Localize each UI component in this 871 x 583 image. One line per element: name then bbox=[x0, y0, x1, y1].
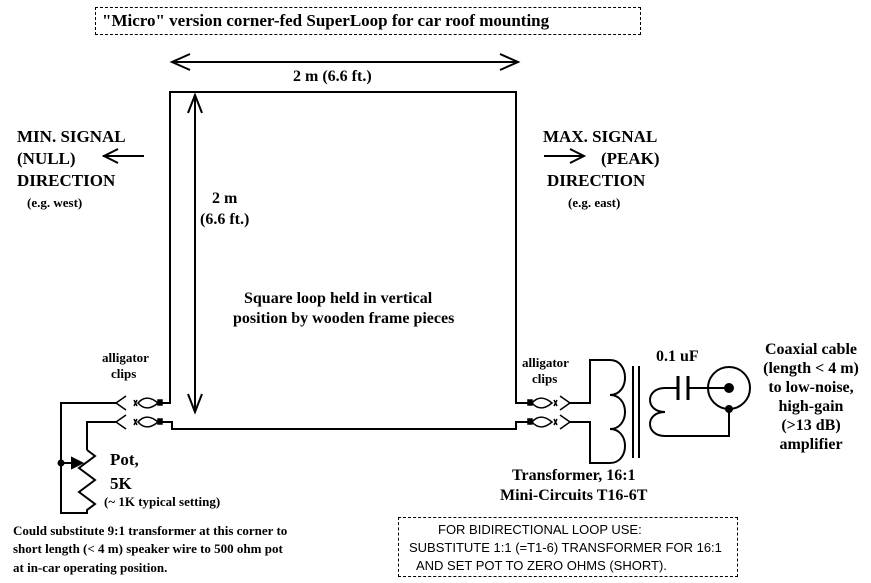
loop-wire bbox=[160, 91, 528, 430]
bidirectional-note-line-1: FOR BIDIRECTIONAL LOOP USE: bbox=[438, 522, 642, 537]
coax-label-line: high-gain bbox=[778, 398, 844, 415]
min-signal-arrow bbox=[101, 148, 144, 164]
min-signal-example: (e.g. west) bbox=[27, 195, 83, 210]
vertical-dimension-label-1: 2 m bbox=[212, 190, 238, 207]
vertical-dimension-arrow bbox=[187, 92, 203, 415]
coax-label-line: amplifier bbox=[779, 436, 843, 453]
title-box bbox=[95, 7, 641, 35]
transformer-label-2: Mini-Circuits T16-6T bbox=[500, 487, 648, 504]
pot-label-1: Pot, bbox=[110, 450, 139, 469]
bidirectional-note-line-3: AND SET POT TO ZERO OHMS (SHORT). bbox=[416, 558, 667, 573]
max-signal-label-2: (PEAK) bbox=[601, 149, 660, 168]
bidirectional-note-line-2: SUBSTITUTE 1:1 (=T1-6) TRANSFORMER FOR 1… bbox=[409, 540, 722, 555]
min-signal-label-2: (NULL) bbox=[17, 149, 76, 168]
coax-label-line: (>13 dB) bbox=[781, 417, 841, 434]
horizontal-dimension-arrow bbox=[169, 53, 521, 71]
right-clips-label-2: clips bbox=[532, 371, 558, 386]
substitute-note-line-1: Could substitute 9:1 transformer at this… bbox=[13, 523, 288, 538]
coax-connector bbox=[665, 366, 751, 437]
page-title: "Micro" version corner-fed SuperLoop for… bbox=[102, 11, 550, 30]
bidirectional-note-box bbox=[398, 517, 738, 577]
left-clips-label-2: clips bbox=[111, 366, 137, 381]
capacitor bbox=[665, 376, 729, 400]
loop-description-2: position by wooden frame pieces bbox=[233, 310, 455, 327]
loop-description-1: Square loop held in vertical bbox=[244, 290, 433, 307]
transformer bbox=[570, 359, 666, 464]
left-clips-label-1: alligator bbox=[102, 350, 149, 365]
vertical-dimension-label-2: (6.6 ft.) bbox=[200, 211, 250, 228]
pot-label-2: 5K bbox=[110, 474, 132, 493]
pot-feed-wires bbox=[60, 402, 116, 514]
transformer-label-1: Transformer, 16:1 bbox=[512, 467, 636, 484]
coax-label-line: to low-noise, bbox=[768, 379, 854, 396]
right-alligator-clips bbox=[527, 395, 572, 430]
coax-label-line: Coaxial cable bbox=[765, 341, 857, 358]
min-signal-label-1: MIN. SIGNAL bbox=[17, 127, 126, 146]
potentiometer bbox=[57, 449, 97, 513]
coax-label: Coaxial cable (length < 4 m) to low-nois… bbox=[752, 342, 870, 453]
substitute-note-line-2: short length (< 4 m) speaker wire to 500… bbox=[13, 541, 283, 556]
max-signal-arrow bbox=[544, 148, 587, 164]
min-signal-label-3: DIRECTION bbox=[17, 171, 116, 190]
right-clips-label-1: alligator bbox=[522, 355, 569, 370]
capacitor-label: 0.1 uF bbox=[656, 348, 699, 365]
substitute-note-line-3: at in-car operating position. bbox=[13, 560, 168, 575]
max-signal-example: (e.g. east) bbox=[568, 195, 621, 210]
coax-label-line: (length < 4 m) bbox=[763, 360, 859, 377]
left-alligator-clips bbox=[114, 395, 163, 430]
pot-setting-label: (~ 1K typical setting) bbox=[104, 494, 221, 509]
horizontal-dimension-label: 2 m (6.6 ft.) bbox=[293, 68, 372, 85]
max-signal-label-1: MAX. SIGNAL bbox=[543, 127, 658, 146]
max-signal-label-3: DIRECTION bbox=[547, 171, 646, 190]
